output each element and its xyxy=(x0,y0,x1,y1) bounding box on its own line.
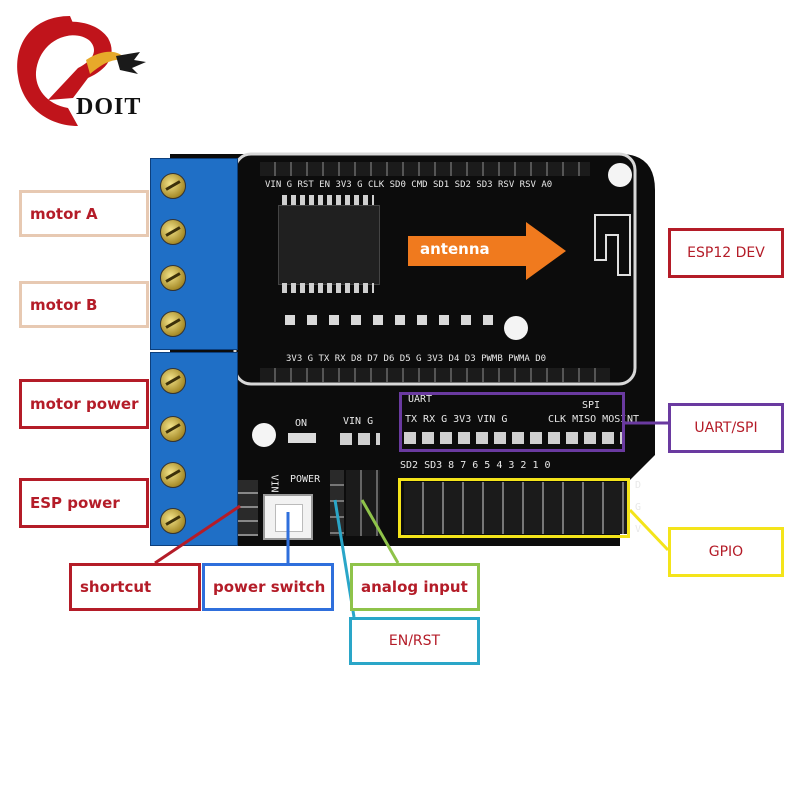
uart-spi-highlight xyxy=(399,392,625,452)
antenna-label: antenna xyxy=(420,240,490,258)
power-label: POWER xyxy=(290,474,321,485)
motor-b-callout: motor B xyxy=(19,281,149,328)
shortcut-callout: shortcut xyxy=(69,563,201,611)
mid-pin-labels: 3V3 G TX RX D8 D7 D6 D5 G 3V3 D4 D3 PWMB… xyxy=(286,354,547,364)
side-letter-g: G xyxy=(635,502,642,513)
esp-power-text: ESP power xyxy=(30,494,120,512)
spi-label: SPI xyxy=(582,400,601,411)
gpio-callout: GPIO xyxy=(668,527,784,577)
motor-power-callout: motor power xyxy=(19,379,149,429)
uart-spi-text: UART/SPI xyxy=(694,420,758,436)
spi-pin-labels: CLK MISO MOSI xyxy=(548,414,627,425)
screw-3 xyxy=(160,265,186,291)
motor-a-text: motor A xyxy=(30,204,98,223)
esp12-dev-text: ESP12 DEV xyxy=(687,245,765,261)
uart-spi-pins xyxy=(404,432,624,444)
logo-emblem xyxy=(17,16,146,126)
smd-components xyxy=(285,315,495,325)
analog-input-callout: analog input xyxy=(350,563,480,611)
esp12-dev-callout: ESP12 DEV xyxy=(668,228,784,278)
uart-label: UART xyxy=(408,394,433,405)
en-rst-callout: EN/RST xyxy=(349,617,480,665)
power-switch-callout: power switch xyxy=(202,563,334,611)
screw-7 xyxy=(160,462,186,488)
uart-spi-callout: UART/SPI xyxy=(668,403,784,453)
motor-shield-board: VIN G RST EN 3V3 G CLK SD0 CMD SD1 SD2 S… xyxy=(150,150,662,552)
screw-2 xyxy=(160,219,186,245)
chip-pins-top xyxy=(282,195,374,205)
motor-power-text: motor power xyxy=(30,395,139,413)
driver-chip xyxy=(278,205,380,285)
top-header xyxy=(260,162,590,176)
shortcut-jumper xyxy=(236,480,258,536)
screw-4 xyxy=(160,311,186,337)
gpio-text: GPIO xyxy=(708,544,744,560)
screw-8 xyxy=(160,508,186,534)
top-pin-labels: VIN G RST EN 3V3 G CLK SD0 CMD SD1 SD2 S… xyxy=(265,180,553,190)
doit-logo: DOIT xyxy=(8,8,158,138)
mid-header xyxy=(260,368,610,382)
gpio-numbers: SD2 SD3 8 7 6 5 4 3 2 1 0 xyxy=(400,460,551,471)
vin-g-header xyxy=(340,433,380,445)
analog-input-text: analog input xyxy=(361,578,468,596)
on-label: ON xyxy=(295,418,308,429)
side-letter-v: V xyxy=(635,524,642,535)
shortcut-text: shortcut xyxy=(80,578,152,596)
uart-pin-labels: TX RX G 3V3 VIN G xyxy=(405,414,508,425)
screw-6 xyxy=(160,416,186,442)
en-rst-text: EN/RST xyxy=(388,633,441,649)
motor-a-callout: motor A xyxy=(19,190,149,237)
vin-g-label: VIN G xyxy=(343,416,374,427)
screw-1 xyxy=(160,173,186,199)
side-letter-d: D xyxy=(635,480,642,491)
motor-b-text: motor B xyxy=(30,295,98,314)
logo-text: DOIT xyxy=(76,94,142,120)
int-label: NT xyxy=(627,414,640,425)
screw-5 xyxy=(160,368,186,394)
esp-power-callout: ESP power xyxy=(19,478,149,528)
antenna-arrow: antenna xyxy=(408,222,568,280)
power-switch-part xyxy=(263,494,313,540)
on-led xyxy=(288,433,316,443)
power-switch-text: power switch xyxy=(213,578,326,596)
gpio-header xyxy=(404,482,629,534)
gpio-highlight xyxy=(398,478,630,538)
chip-pins-bottom xyxy=(282,283,374,293)
